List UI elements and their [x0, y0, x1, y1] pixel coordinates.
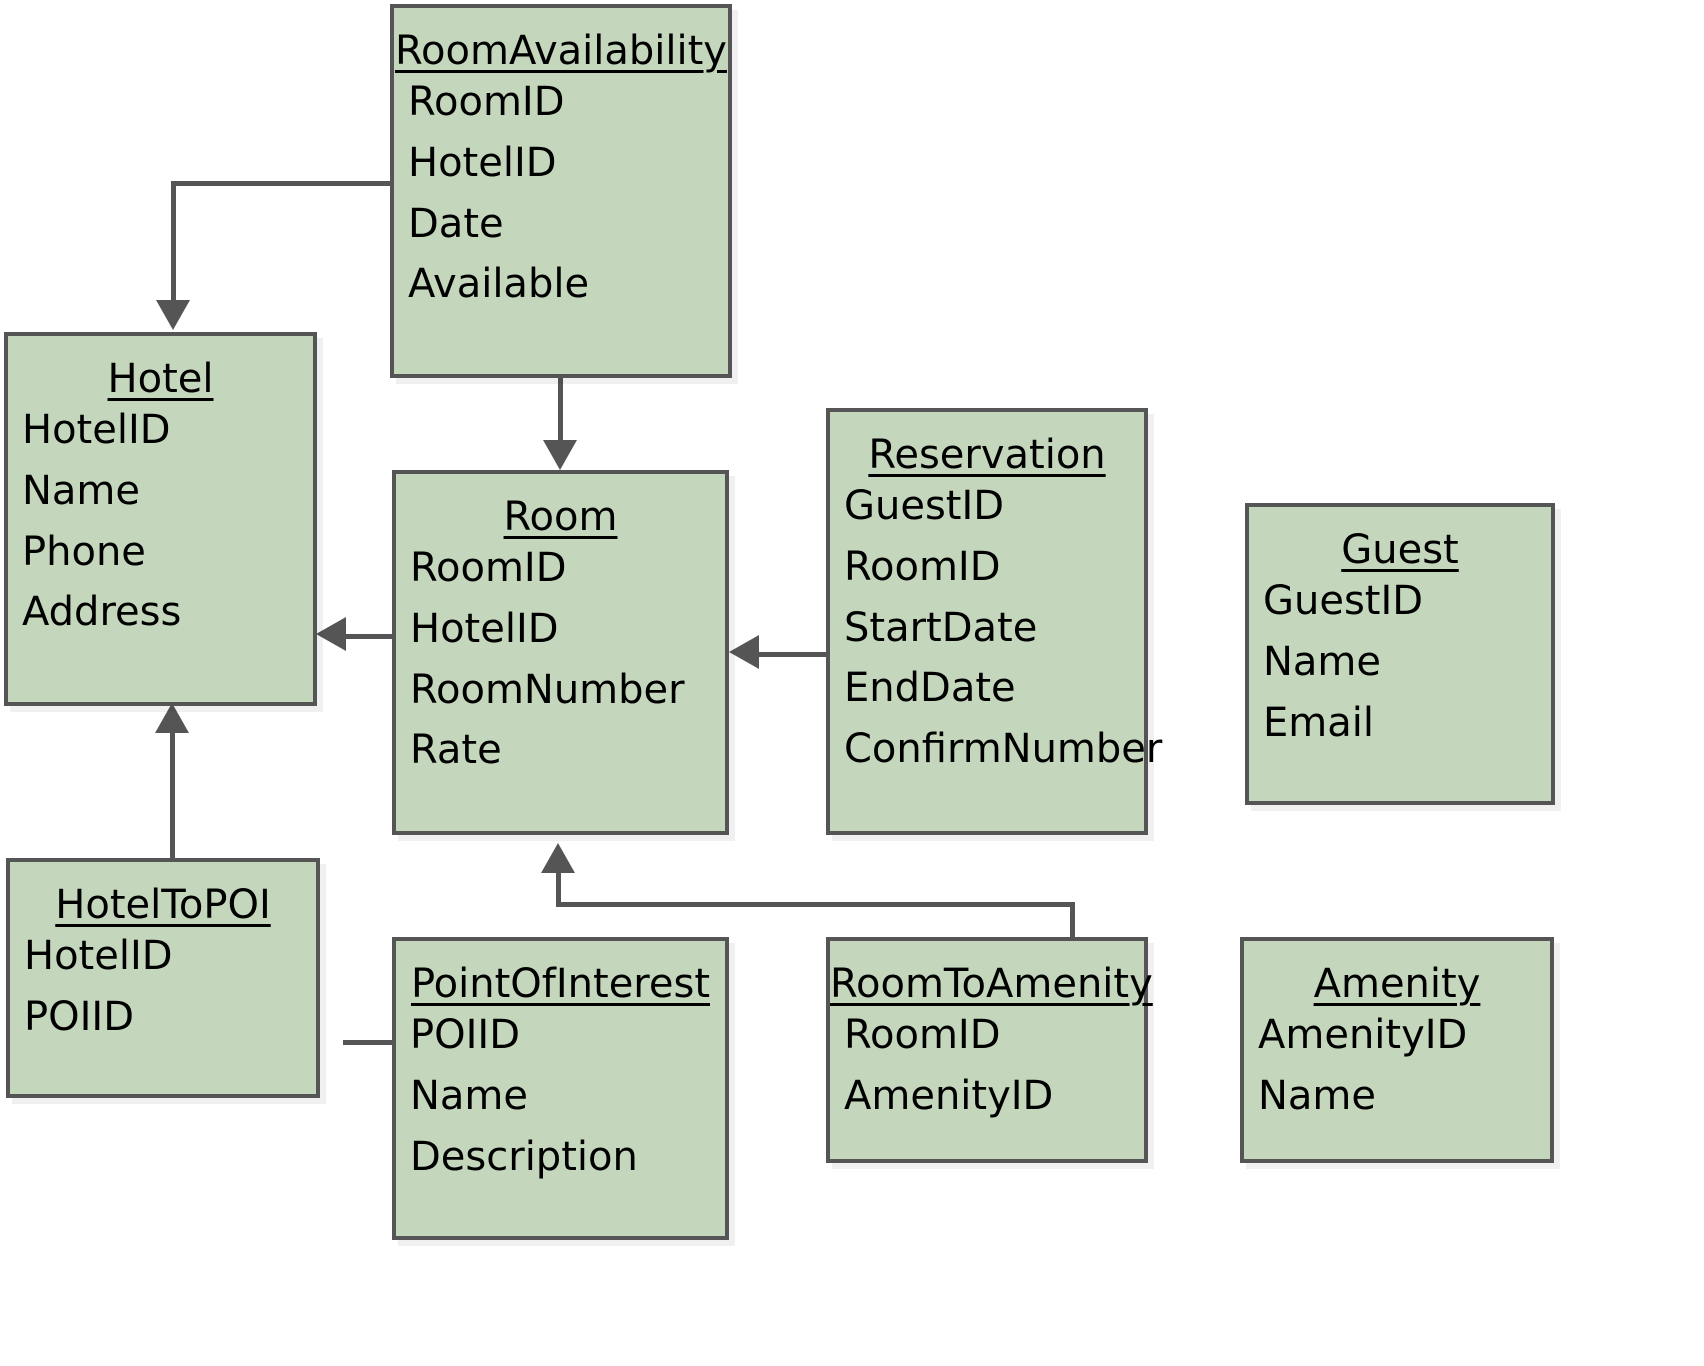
attribute-item: EndDate [844, 665, 1016, 712]
entity-amenity[interactable]: Amenity AmenityID Name [1240, 937, 1554, 1163]
arrowhead-room-to-hotel [316, 617, 346, 651]
connector-roomtoamenity-room-vertical-right [1070, 902, 1075, 939]
attribute-item: Description [410, 1133, 638, 1180]
attribute-list-roomavailability: RoomID HotelID Date Available [394, 72, 728, 315]
attribute-item: POIID [410, 1012, 520, 1058]
attribute-item: RoomNumber [410, 666, 685, 713]
entity-title-amenity: Amenity [1313, 961, 1481, 1007]
attribute-item: GuestID [1263, 578, 1424, 624]
connector-roomtoamenity-room-vertical-left [556, 872, 561, 904]
entity-title-roomavailability: RoomAvailability [395, 28, 727, 74]
connector-roomtoamenity-room-horizontal [556, 902, 1075, 907]
attribute-list-guest: GuestID Name Email [1249, 571, 1551, 753]
attribute-item: Name [1263, 638, 1382, 685]
arrowhead-hoteltopoi-to-hotel [155, 703, 189, 733]
attribute-list-room: RoomID HotelID RoomNumber Rate [396, 538, 725, 781]
attribute-item: RoomID [408, 79, 565, 125]
attribute-item: ConfirmNumber [844, 726, 1163, 773]
attribute-item: Address [22, 589, 182, 636]
entity-title-hoteltopoi: HotelToPOI [55, 882, 271, 928]
arrowhead-roomavailability-to-room [543, 440, 577, 470]
attribute-item: StartDate [844, 604, 1038, 651]
entity-title-guest: Guest [1341, 527, 1459, 573]
attribute-item: HotelID [408, 139, 557, 186]
entity-title-pointofinterest: PointOfInterest [410, 961, 711, 1007]
entity-title-roomtoamenity: RoomToAmenity [830, 961, 1153, 1007]
entity-room[interactable]: Room RoomID HotelID RoomNumber Rate [392, 470, 729, 835]
attribute-item: Email [1263, 699, 1374, 746]
attribute-item: Rate [410, 727, 502, 774]
attribute-item: AmenityID [1258, 1012, 1468, 1058]
connector-room-hotel [345, 634, 427, 639]
attribute-item: RoomID [410, 545, 567, 591]
attribute-list-roomtoamenity: RoomID AmenityID [830, 1005, 1144, 1127]
attribute-item: HotelID [24, 933, 173, 979]
entity-guest[interactable]: Guest GuestID Name Email [1245, 503, 1555, 805]
entity-roomtoamenity[interactable]: RoomToAmenity RoomID AmenityID [826, 937, 1153, 1163]
entity-title-hotel: Hotel [107, 356, 214, 402]
entity-pointofinterest[interactable]: PointOfInterest POIID Name Description [392, 937, 729, 1240]
entity-reservation[interactable]: Reservation GuestID RoomID StartDate End… [826, 408, 1163, 835]
entity-title-room: Room [503, 494, 618, 540]
attribute-item: Available [408, 261, 590, 308]
entity-roomavailability[interactable]: RoomAvailability RoomID HotelID Date Ava… [390, 4, 732, 378]
attribute-list-reservation: GuestID RoomID StartDate EndDate Confirm… [830, 476, 1163, 780]
entity-title-reservation: Reservation [868, 432, 1106, 478]
attribute-item: HotelID [410, 605, 559, 652]
attribute-item: GuestID [844, 483, 1005, 529]
arrowhead-roomtoamenity-to-room [541, 843, 575, 873]
attribute-item: Name [22, 467, 141, 514]
connector-roomavailability-room-vertical [558, 378, 563, 443]
attribute-item: RoomID [844, 1012, 1001, 1058]
attribute-list-amenity: AmenityID Name [1244, 1005, 1550, 1127]
attribute-item: Name [410, 1072, 529, 1119]
connector-hoteltopoi-hotel [170, 732, 175, 862]
attribute-list-pointofinterest: POIID Name Description [396, 1005, 725, 1187]
attribute-item: HotelID [22, 407, 171, 453]
connector-hoteltopoi-pointofinterest [343, 1040, 395, 1045]
attribute-item: Phone [22, 528, 146, 575]
arrowhead-reservation-to-room [729, 635, 759, 669]
attribute-item: AmenityID [844, 1072, 1054, 1119]
arrowhead-roomavailability-to-hotel [156, 300, 190, 330]
attribute-item: Date [408, 200, 504, 247]
attribute-item: POIID [24, 993, 134, 1040]
connector-roomavailability-hotel-horizontal [171, 181, 393, 186]
entity-hotel[interactable]: Hotel HotelID Name Phone Address [4, 332, 317, 706]
entity-hoteltopoi[interactable]: HotelToPOI HotelID POIID [6, 858, 320, 1098]
attribute-list-hoteltopoi: HotelID POIID [10, 926, 316, 1048]
connector-roomavailability-hotel-vertical [171, 181, 176, 306]
attribute-list-hotel: HotelID Name Phone Address [8, 400, 313, 643]
attribute-item: RoomID [844, 543, 1001, 590]
attribute-item: Name [1258, 1072, 1377, 1119]
